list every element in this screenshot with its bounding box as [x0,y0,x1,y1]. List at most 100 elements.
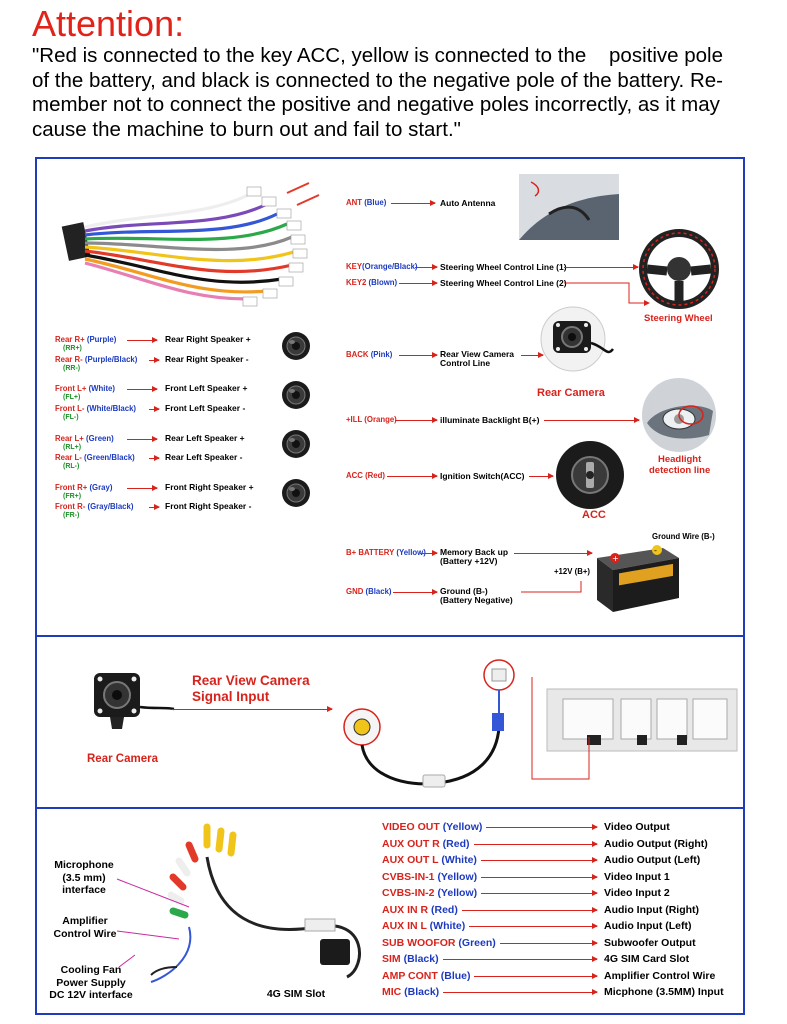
arrow [172,706,333,712]
rca-wire-label: AUX IN R (Red) [382,904,458,916]
arrow [127,436,158,442]
attention-line: cause the machine to burn out and fail t… [32,117,461,141]
speaker-wire-label: Rear L+ (Green) [55,434,114,443]
arrow [127,485,158,491]
wire-color: (Purple) [86,335,117,344]
wire-name: MIC [382,986,402,998]
key2-connector-line [564,282,650,306]
wire-color: (White) [88,384,115,393]
speaker-wire-code: (FL-) [63,414,79,421]
cooling-fan-label-line: Power Supply [56,976,126,989]
wire-color: (Gray) [89,483,113,492]
cooling-fan-label-line: Cooling Fan [60,964,122,976]
speaker-wire-label: Front R- (Gray/Black) [55,502,133,511]
wire-name: GND [346,587,364,596]
battery-target-line: (Battery +12V) [440,556,498,566]
rear-camera-caption: Rear Camera [537,387,605,399]
arrow [500,939,598,946]
arrow [481,857,598,863]
speaker-target: Rear Left Speaker - [165,452,243,462]
speaker-target: Rear Left Speaker + [165,433,245,443]
acc-caption: ACC [582,509,606,521]
arrow [529,473,554,479]
ant-target: Auto Antenna [440,198,496,208]
gnd-connector-line [521,581,582,593]
rca-wire-target: Micphone (3.5MM) Input [604,986,724,998]
arrow [420,550,438,556]
speaker-target: Rear Right Speaker + [165,334,251,344]
wire-name: AUX OUT L [382,854,439,866]
speaker-wire-label: Rear R+ (Purple) [55,335,116,344]
camera-connector-line [531,677,590,780]
arrow [443,989,598,995]
arrow [395,417,438,423]
microphone-label-line: (3.5 mm) [62,871,106,884]
panel3-pointer-arrows [116,878,190,968]
rca-wire-target: Subwoofer Output [604,936,696,949]
rca-wire-target: 4G SIM Card Slot [604,953,690,965]
wire-name: Front R- [55,502,86,511]
arrow [481,873,598,880]
rca-wire-target: Video Input 2 [604,887,670,899]
arrow [127,386,158,392]
arrow [149,406,160,412]
rca-cable-icon [343,659,515,788]
wire-color: (Yellow) [396,548,426,557]
rca-wire-label: SIM (Black) [382,953,439,965]
ill-target: illuminate Backlight B(+) [440,415,540,425]
wire-name: CVBS-IN-1 [382,870,435,883]
wire-color: (Blue) [364,198,387,207]
amplifier-label-line: Amplifier [62,915,108,927]
key-target: Steering Wheel Control Line (1) [440,262,567,272]
steering-wheel-caption: Steering Wheel [644,313,713,324]
wire-color: (Yellow) [437,870,478,883]
microphone-label: Microphone(3.5 mm)interface [47,859,121,897]
rear-camera-icon [540,306,614,372]
key2-wire-label: KEY2 (Blown) [346,278,397,287]
arrow [486,824,598,830]
wire-name: AUX IN L [382,920,427,932]
rca-wire-target: Audio Output (Right) [604,837,708,850]
cooling-fan-label-line: DC 12V interface [49,989,133,1001]
gnd-target: Ground (B-)(Battery Negative) [440,587,513,605]
speaker-target: Rear Right Speaker - [165,354,249,364]
wire-color: (Green) [86,434,114,443]
plus12-caption: +12V (B+) [554,567,590,576]
wire-color: (White) [441,854,477,866]
wire-color: (Red) [431,903,458,916]
arrow [393,589,438,595]
arrow [399,280,438,286]
rca-wire-target: Audio Input (Left) [604,920,692,932]
amplifier-label-line: Control Wire [53,927,117,940]
speaker-target: Front Left Speaker + [165,383,248,393]
wire-name: ACC [346,471,363,480]
wire-name: Rear L- [55,453,82,462]
rear-camera-icon [94,673,175,729]
wire-color: (Gray/Black) [87,502,134,511]
speaker-wire-label: Rear R- (Purple/Black) [55,355,137,364]
back-target-line: Rear View Camera [440,349,515,359]
speaker-wire-code: (RL-) [63,463,80,470]
wire-color: (Purple/Black) [84,355,138,364]
arrow [474,840,598,847]
wire-color: (Pink) [370,350,393,359]
wire-color: (Black) [365,587,392,596]
wire-color: (Black) [404,986,440,998]
ant-wire-label: ANT (Blue) [346,198,386,207]
wire-color: (Red) [365,471,386,480]
attention-text: "Red is connected to the key ACC, yellow… [32,44,762,142]
arrow [399,352,438,358]
rca-wire-label: AUX OUT L (White) [382,854,477,866]
wire-name: VIDEO OUT [382,821,440,833]
wire-name: Front L+ [55,384,87,393]
wire-name: AUX IN R [382,903,429,916]
arrow [462,906,598,913]
gnd-target-line: Ground (B-) [440,586,488,596]
wire-color: (White/Black) [86,404,137,413]
signal-input-title-line: Rear View Camera [192,673,310,688]
wire-color: (Yellow) [442,821,483,833]
rca-wire-label: CVBS-IN-2 (Yellow) [382,887,477,899]
